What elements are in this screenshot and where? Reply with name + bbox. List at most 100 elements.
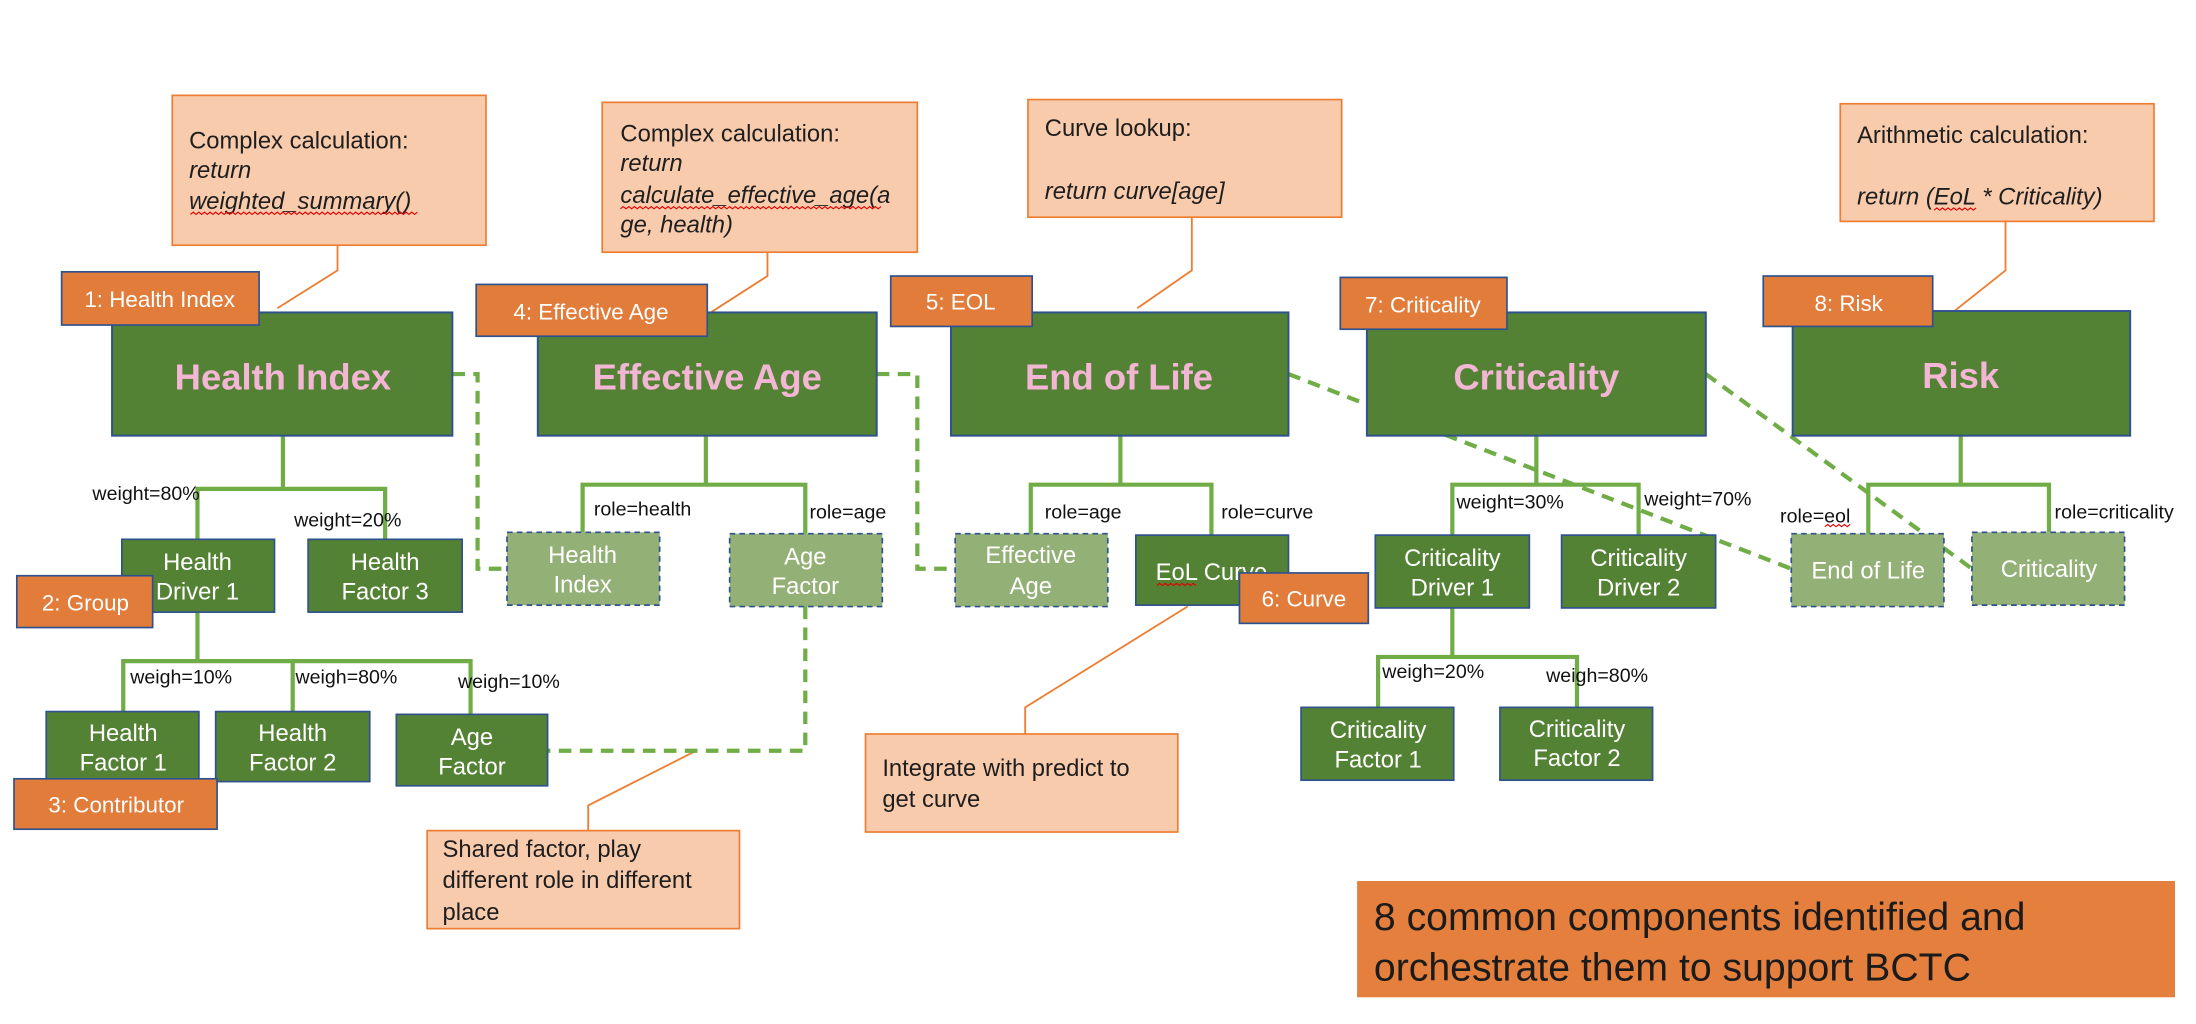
node-health-factor-3: Health Factor 3 — [307, 538, 464, 613]
tree-connector — [1866, 482, 2052, 534]
node-label: Driver 2 — [1597, 574, 1680, 601]
node-box — [1374, 534, 1531, 609]
summary-banner: 8 common components identified and orche… — [1357, 881, 2175, 998]
node-label: Health — [548, 542, 617, 569]
component-health-index: Health Index — [111, 311, 454, 437]
node-health-factor-1: Health Factor 1 — [45, 710, 200, 783]
tree-connector — [1450, 482, 1641, 536]
edge-labels: weight=80% weight=20% weigh=10% weigh=80… — [91, 483, 2174, 693]
tag-box — [889, 275, 1034, 328]
edge-label: weigh=20% — [1381, 661, 1484, 683]
component-title: Health Index — [175, 356, 391, 397]
callout-box — [1839, 102, 2155, 223]
edge-label: role=age — [809, 501, 886, 523]
node-label: Index — [554, 572, 612, 599]
component-title: Effective Age — [593, 356, 822, 397]
callout-line: get curve — [882, 786, 980, 813]
component-box — [949, 311, 1290, 437]
node-box — [395, 713, 549, 787]
edge-label: weight=30% — [1456, 491, 1564, 513]
node-label: Factor 2 — [249, 749, 336, 776]
spellcheck-underline — [190, 211, 418, 216]
node-label: Health — [89, 720, 158, 747]
tag-label: 7: Criticality — [1365, 292, 1482, 317]
tag-group: 2: Group — [15, 574, 154, 629]
node-label: Health — [163, 549, 232, 576]
reference-box — [728, 532, 884, 608]
callout-line: calculate_effective_age(a — [620, 182, 890, 209]
component-box — [111, 311, 454, 437]
tree-connectors — [121, 435, 2052, 715]
node-age-factor: Age Factor — [395, 713, 549, 787]
edge-label: weight=20% — [293, 510, 401, 532]
callout-health-index-calculation: Complex calculation: return weighted_sum… — [171, 94, 487, 309]
node-label: Factor 2 — [1533, 745, 1620, 772]
callout-leader-line — [587, 749, 697, 831]
reference-box — [1971, 531, 2126, 606]
tree-connector — [1028, 482, 1214, 536]
callout-line: place — [443, 899, 500, 926]
node-criticality-driver-1: Criticality Driver 1 — [1374, 534, 1531, 609]
reference-box — [954, 532, 1109, 608]
reference-node-criticality: Criticality — [1971, 531, 2126, 606]
spellcheck-underline — [1933, 207, 1977, 211]
node-label: Factor 1 — [80, 749, 167, 776]
tag-label: 5: EOL — [926, 290, 996, 315]
node-label: Criticality — [1529, 716, 1626, 743]
edge-label: weigh=80% — [295, 667, 398, 689]
edge-label: role=curve — [1221, 501, 1313, 523]
callout-line: Arithmetic calculation: — [1857, 122, 2088, 149]
node-label: Criticality — [1404, 545, 1501, 572]
callout-line: return — [620, 150, 682, 177]
node-label: Age — [451, 724, 493, 751]
tag-box — [60, 270, 260, 326]
component-risk: Risk — [1791, 310, 2132, 437]
callout-box — [426, 829, 741, 930]
dashed-reference-link — [452, 371, 507, 571]
tag-contributor: 3: Contributor — [13, 777, 218, 831]
component-criticality: Criticality — [1365, 311, 1707, 437]
component-title: End of Life — [1025, 356, 1213, 397]
callout-line: ge, health) — [620, 212, 732, 239]
callout-effective-age-calculation: Complex calculation: return calculate_ef… — [601, 101, 919, 315]
callout-leader-line — [1136, 217, 1193, 309]
tag-curve: 6: Curve — [1238, 572, 1370, 625]
callout-curve-lookup: Curve lookup: return curve[age] — [1027, 98, 1343, 309]
tag-effective-age: 4: Effective Age — [475, 283, 709, 338]
tag-label: 4: Effective Age — [513, 299, 668, 324]
edge-label: role=health — [594, 499, 692, 521]
node-label: Health — [351, 549, 420, 576]
node-box — [1499, 706, 1654, 782]
callout-box — [601, 101, 919, 254]
tag-box — [475, 283, 709, 338]
callout-line: return — [189, 157, 251, 184]
node-criticality-factor-2: Criticality Factor 2 — [1499, 706, 1654, 782]
callout-box — [171, 94, 487, 247]
reference-node-health-index: Health Index — [506, 531, 661, 606]
callout-line: Complex calculation: — [189, 128, 409, 155]
banner-line: 8 common components identified and — [1374, 896, 2026, 939]
node-criticality-factor-1: Criticality Factor 1 — [1300, 706, 1455, 782]
tag-box — [1762, 275, 1934, 328]
edge-label: weigh=80% — [1545, 665, 1648, 687]
node-box — [45, 710, 200, 783]
component-end-of-life: End of Life — [949, 311, 1290, 437]
tag-box — [1238, 572, 1370, 625]
callout-box — [864, 733, 1179, 833]
spellcheck-underline — [1156, 582, 1197, 587]
node-label: Factor 3 — [341, 579, 428, 606]
edge-label: role=age — [1045, 501, 1122, 523]
tag-label: 6: Curve — [1262, 587, 1347, 612]
node-box — [1300, 706, 1455, 782]
node-label: Age — [1010, 573, 1052, 600]
tree-connector — [195, 486, 388, 540]
component-box — [1791, 310, 2132, 437]
node-label: Factor 1 — [1334, 747, 1421, 774]
tag-health-index: 1: Health Index — [60, 270, 260, 326]
node-health-factor-2: Health Factor 2 — [214, 710, 371, 783]
node-box — [214, 710, 371, 783]
tree-connector — [121, 659, 473, 715]
component-title: Risk — [1922, 355, 2000, 396]
edge-label: role=eol — [1780, 506, 1850, 528]
callout-leader-line — [708, 252, 769, 315]
